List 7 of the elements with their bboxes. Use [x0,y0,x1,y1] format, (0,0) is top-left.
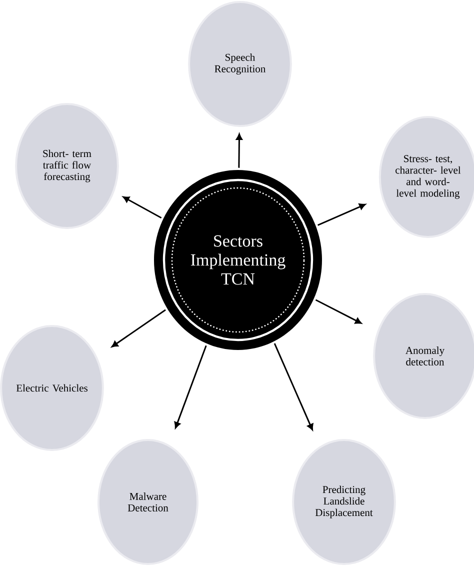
arrow [274,343,314,430]
arrow [236,134,242,168]
arrow [122,196,162,219]
arrow [174,345,207,428]
arrow [112,309,166,348]
arrow [318,204,366,226]
arrow [315,299,362,324]
